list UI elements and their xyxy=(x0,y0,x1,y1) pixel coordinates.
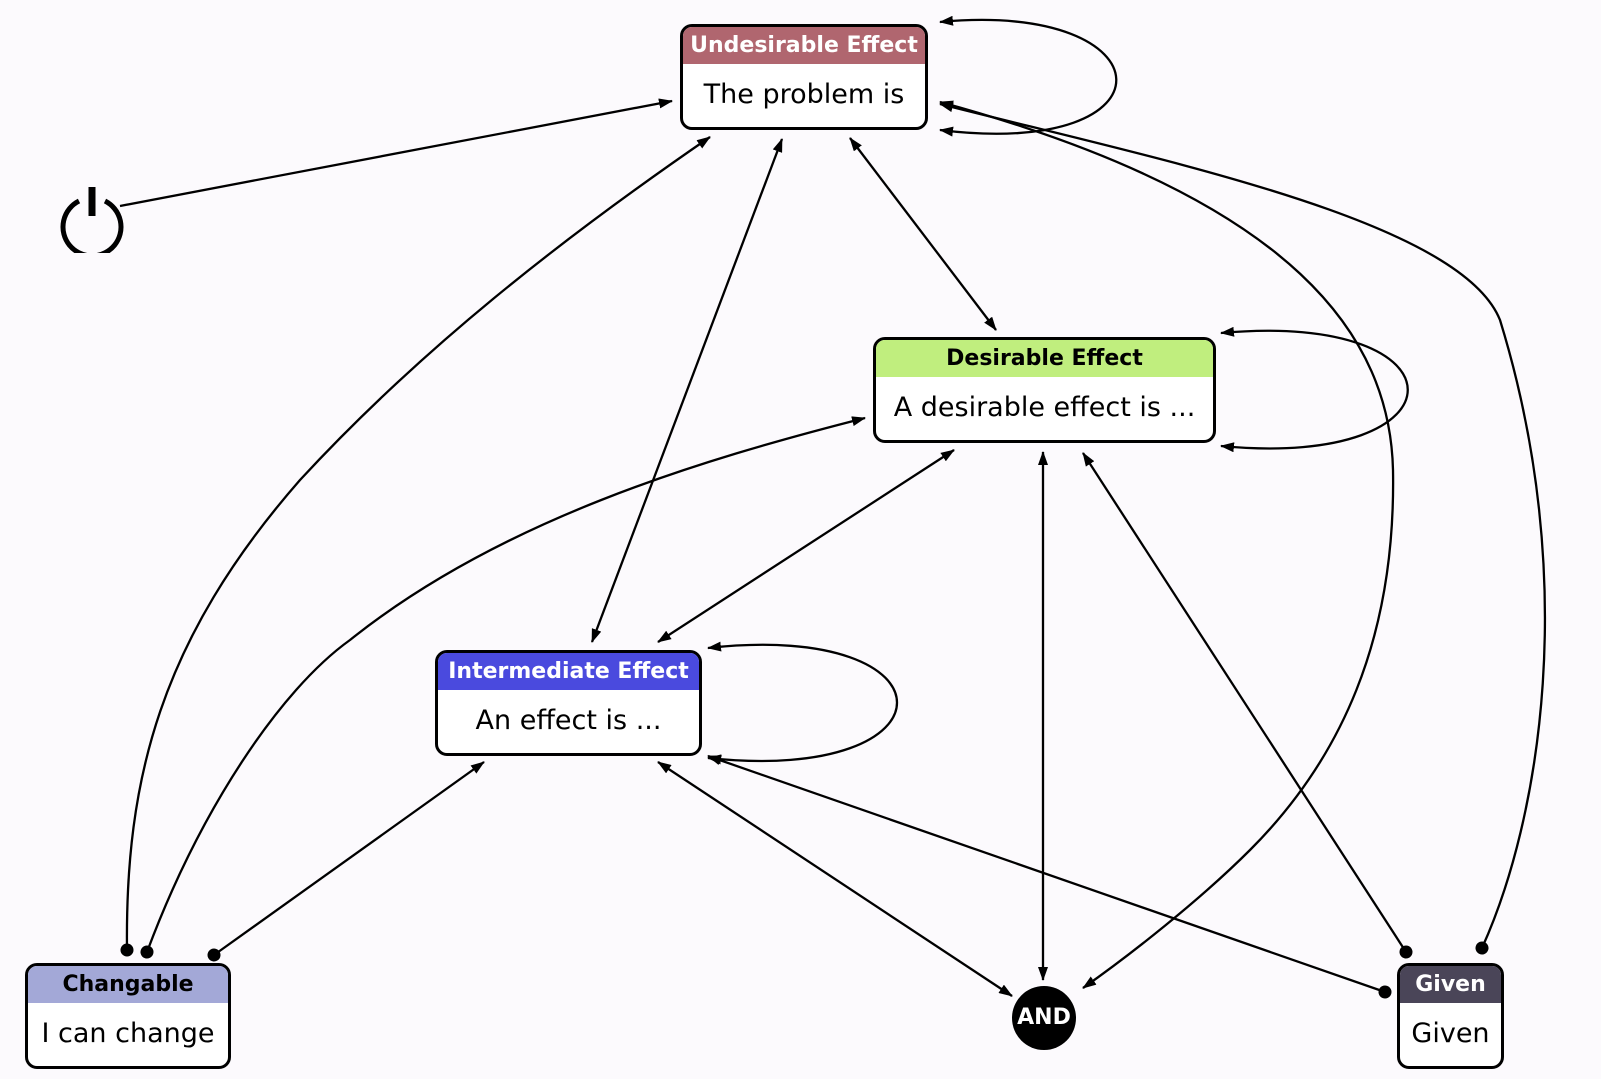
edge-undesirable-intermediate[interactable] xyxy=(590,138,784,643)
edge-undesirable-to-and[interactable] xyxy=(939,100,1395,989)
edge-changable-to-undesirable[interactable] xyxy=(120,136,711,957)
edge-undesirable-self-loop[interactable] xyxy=(939,15,1118,137)
node-changable-text[interactable]: I can change xyxy=(41,1018,215,1049)
edge-changable-to-intermediate[interactable] xyxy=(207,761,485,962)
power-icon xyxy=(60,187,124,259)
edge-given-to-desirable[interactable] xyxy=(1082,452,1413,959)
node-intermediate-effect-title: Intermediate Effect xyxy=(438,653,699,690)
node-given-title: Given xyxy=(1400,966,1501,1003)
node-given[interactable]: Given Given xyxy=(1397,963,1504,1069)
node-intermediate-effect-text[interactable]: An effect is ... xyxy=(475,705,662,736)
node-desirable-effect-title: Desirable Effect xyxy=(876,340,1213,377)
and-node[interactable]: AND xyxy=(1012,986,1076,1050)
node-intermediate-effect[interactable]: Intermediate Effect An effect is ... xyxy=(435,650,702,756)
node-undesirable-effect-text[interactable]: The problem is xyxy=(703,79,905,110)
node-undesirable-effect[interactable]: Undesirable Effect The problem is xyxy=(680,24,928,130)
edge-intermediate-self-loop[interactable] xyxy=(707,641,899,765)
edge-given-to-undesirable[interactable] xyxy=(939,102,1547,955)
edge-desirable-intermediate[interactable] xyxy=(657,449,955,643)
node-given-text[interactable]: Given xyxy=(1411,1018,1490,1049)
edge-desirable-self-loop[interactable] xyxy=(1220,326,1409,453)
node-undesirable-effect-title: Undesirable Effect xyxy=(683,27,925,64)
node-desirable-effect-text[interactable]: A desirable effect is ... xyxy=(893,392,1196,423)
edge-power-to-undesirable[interactable] xyxy=(119,98,673,208)
node-changable-title: Changable xyxy=(28,966,228,1003)
edge-intermediate-and[interactable] xyxy=(657,761,1013,997)
node-desirable-effect[interactable]: Desirable Effect A desirable effect is .… xyxy=(873,337,1216,443)
edge-given-to-intermediate[interactable] xyxy=(707,754,1392,999)
power-button[interactable] xyxy=(57,183,127,259)
node-changable[interactable]: Changable I can change xyxy=(25,963,231,1069)
edge-undesirable-desirable[interactable] xyxy=(849,137,997,331)
